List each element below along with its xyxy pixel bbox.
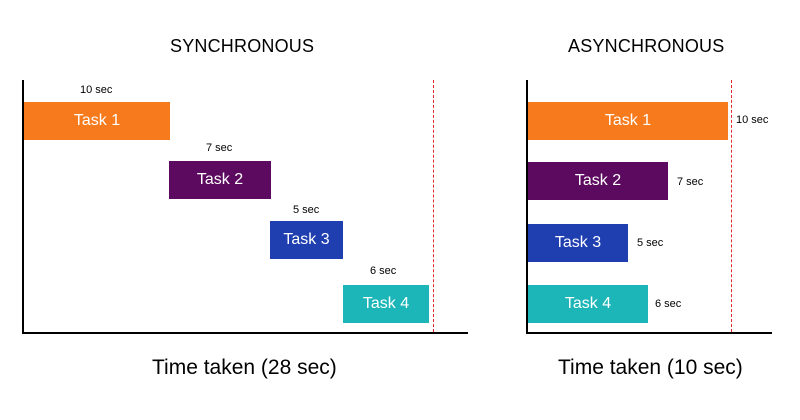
sync-task3-duration: 5 sec <box>293 204 320 216</box>
sync-task2-bar: Task 2 <box>169 161 271 199</box>
sync-task4-bar: Task 4 <box>343 285 429 323</box>
async-task4-duration: 6 sec <box>655 298 682 310</box>
async-task3-duration: 5 sec <box>637 237 664 249</box>
async-caption: Time taken (10 sec) <box>558 356 743 379</box>
async-task2-bar: Task 2 <box>528 162 668 200</box>
sync-task3-label: Task 3 <box>283 231 330 248</box>
sync-caption: Time taken (28 sec) <box>152 356 337 379</box>
sync-task3-bar: Task 3 <box>270 221 343 259</box>
sync-x-axis <box>22 332 468 334</box>
async-task2-label: Task 2 <box>574 172 622 189</box>
async-x-axis <box>526 332 772 334</box>
sync-task4-duration: 6 sec <box>370 265 397 277</box>
sync-deadline-line <box>433 80 434 332</box>
sync-task1-duration: 10 sec <box>80 84 113 96</box>
async-task3-bar: Task 3 <box>528 224 628 262</box>
async-task1-label: Task 1 <box>604 112 652 129</box>
async-task2-duration: 7 sec <box>677 176 704 188</box>
sync-task2-label: Task 2 <box>196 171 244 188</box>
async-task1-bar: Task 1 <box>528 102 728 140</box>
sync-task1-bar: Task 1 <box>24 102 170 140</box>
async-task4-bar: Task 4 <box>528 285 648 323</box>
sync-task4-label: Task 4 <box>362 295 410 312</box>
sync-panel: SYNCHRONOUS 10 sec Task 1 7 sec Task 2 5… <box>22 36 468 379</box>
async-task3-label: Task 3 <box>554 234 602 251</box>
async-deadline-line <box>731 80 732 332</box>
async-task1-duration: 10 sec <box>736 114 769 126</box>
async-title: ASYNCHRONOUS <box>568 36 725 56</box>
sync-task2-duration: 7 sec <box>206 142 233 154</box>
async-task4-label: Task 4 <box>564 295 612 312</box>
sync-y-axis <box>22 80 24 334</box>
sync-task1-label: Task 1 <box>73 112 121 129</box>
async-panel: ASYNCHRONOUS Task 1 10 sec Task 2 7 sec … <box>500 0 800 420</box>
sync-title: SYNCHRONOUS <box>170 36 315 56</box>
async-y-axis <box>526 80 528 334</box>
